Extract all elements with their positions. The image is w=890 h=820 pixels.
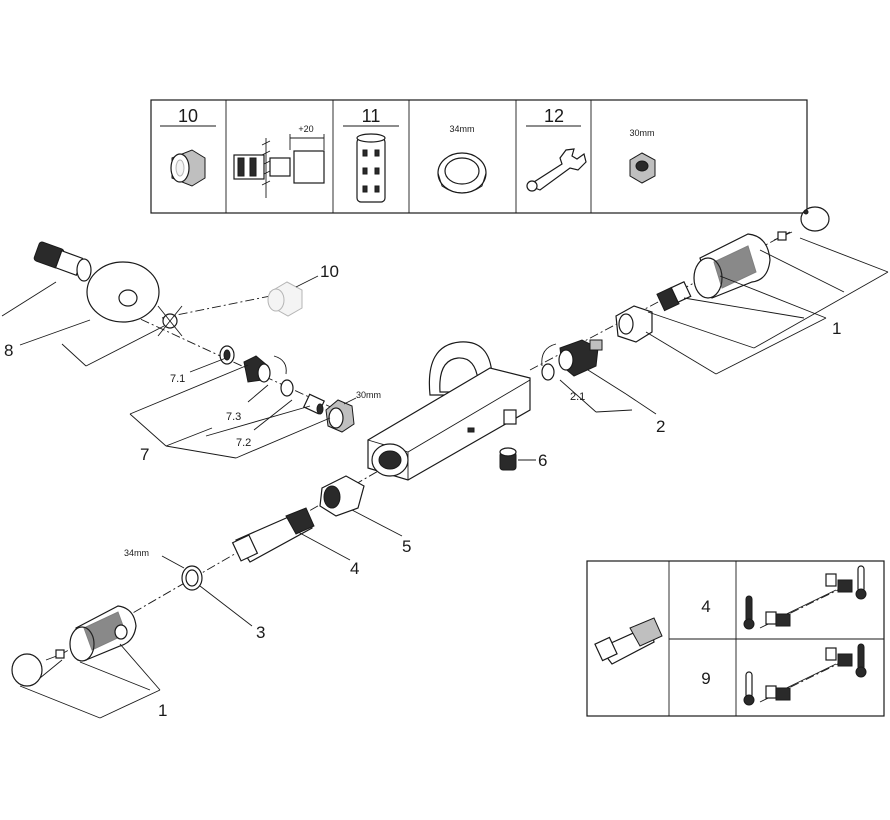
callout-1-top: 1 [832, 319, 841, 338]
nut-30mm-label: 30mm [629, 128, 654, 138]
callout-3: 3 [256, 623, 265, 642]
nut-30mm-icon: 30mm [629, 128, 656, 184]
part-2-body-icon [558, 339, 603, 377]
callout-2: 2 [656, 417, 665, 436]
wrench-icon [526, 148, 587, 192]
adjust-row-9-label: 9 [701, 669, 710, 688]
part-1-right-adapter-icon [656, 280, 692, 312]
thermostat-valve-body [367, 341, 531, 481]
part-1-bottom-screw-icon [45, 649, 65, 661]
callout-34mm: 34mm [124, 548, 149, 558]
adjust-row-4-diagram [743, 565, 867, 630]
legend-header-11: 11 [362, 106, 381, 126]
callout-30mm: 30mm [356, 390, 381, 400]
part-2-check-valve [541, 339, 603, 377]
callout-labels: 10 8 7.1 7.3 7.2 7 30mm 1 2.1 2 6 5 4 34… [4, 262, 841, 720]
part-4-cartridge [231, 507, 315, 563]
part-10-flow-restrictor [267, 281, 303, 317]
part-7-inlet-group [219, 345, 355, 433]
callout-10: 10 [320, 262, 339, 281]
extension-fitting-icon: +20 [233, 124, 325, 198]
part-7-nut-30mm-icon [325, 399, 355, 433]
part-1-bottom-cap-icon [11, 653, 43, 687]
thermometer-cold-icon [857, 565, 865, 593]
part-6-cap [499, 447, 517, 471]
extension-dimension-label: +20 [298, 124, 313, 134]
callout-6: 6 [538, 451, 547, 470]
thermometer-hot-icon [857, 643, 865, 671]
callout-7-1: 7.1 [170, 373, 185, 385]
part-7-1-seal-icon [219, 345, 235, 365]
part-7-fitting-icon [302, 393, 326, 415]
nut-34mm-icon: 34mm [437, 124, 487, 194]
part-2-1-oring-icon [541, 363, 555, 381]
part-1-right-nut-icon [615, 305, 653, 343]
part-3-ring [181, 565, 203, 591]
thermo-cartridge-icon [356, 133, 386, 203]
callout-5: 5 [402, 537, 411, 556]
part-1-right-screw-icon [773, 231, 793, 241]
temperature-adjust-box: 4 9 [586, 560, 885, 717]
part-8-handle-assembly [33, 241, 183, 337]
assembly-axis-left-2 [161, 289, 301, 319]
part-5-nut [319, 475, 365, 517]
callout-7-2: 7.2 [236, 437, 251, 449]
callout-4: 4 [350, 559, 359, 578]
part-1-bottom-handle-grip-icon [69, 605, 137, 662]
flow-restrictor-icon [170, 149, 206, 187]
part-7-3-check-valve-icon [243, 355, 287, 383]
callout-8: 8 [4, 341, 13, 360]
tool-legend-table: 10 11 12 +20 [150, 99, 808, 214]
part-7-2-oring-icon [280, 379, 294, 397]
rosette-disc-icon [86, 261, 160, 323]
callout-1-bottom: 1 [158, 701, 167, 720]
callout-2-1: 2.1 [570, 391, 585, 403]
adjust-cartridge-icon [594, 617, 663, 665]
nut-34mm-label: 34mm [449, 124, 474, 134]
legend-header-10: 10 [178, 106, 198, 126]
thermometer-cold-icon [745, 671, 753, 699]
leader-lines [1, 237, 889, 719]
callout-7-3: 7.3 [226, 411, 241, 423]
part-1-right-handle-grip-icon [693, 233, 771, 299]
part-1-right-cap-icon [800, 206, 830, 232]
thermometer-hot-icon [745, 595, 753, 623]
valve-head-icon [33, 241, 92, 282]
callout-7: 7 [140, 445, 149, 464]
crossed-out-part-icon [157, 305, 183, 337]
adjust-row-4-label: 4 [701, 597, 710, 616]
adjust-row-9-diagram [743, 643, 867, 706]
legend-header-12: 12 [544, 106, 564, 126]
